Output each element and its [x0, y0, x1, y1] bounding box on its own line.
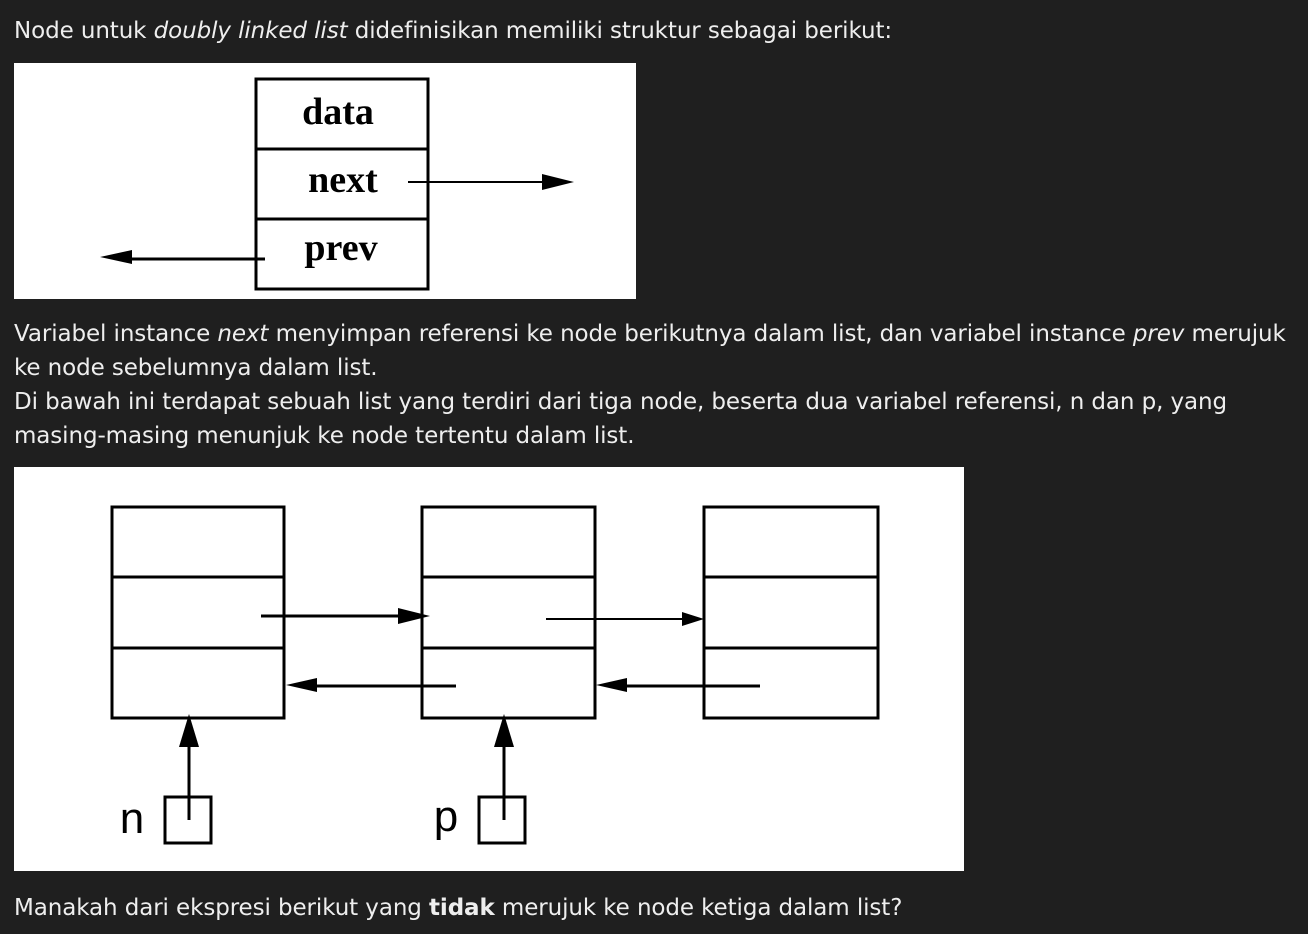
field-data-label: data — [302, 91, 374, 133]
explanation-text: Variabel instance next menyimpan referen… — [14, 321, 1286, 449]
linked-list-diagram: n p — [110, 505, 880, 845]
linked-list-figure: n p — [14, 467, 964, 871]
list-node-1 — [110, 505, 286, 720]
intro-text: Node untuk doubly linked list didefinisi… — [14, 18, 893, 44]
ref-p-arrowhead — [494, 714, 514, 747]
ref-var-p-label: p — [434, 792, 458, 841]
list-node-3 — [702, 505, 880, 720]
intro-italic-term: doubly linked list — [153, 18, 348, 44]
next-arrowhead — [398, 608, 430, 624]
question-emphasis: tidak — [429, 895, 495, 921]
question-text: Manakah dari ekspresi berikut yang tidak… — [14, 895, 903, 921]
list-node-2 — [420, 505, 597, 720]
node-box — [254, 77, 430, 291]
ref-var-p-box — [477, 795, 527, 845]
ref-n-arrowhead — [179, 714, 199, 747]
node-structure-diagram: data next prev — [100, 77, 574, 291]
field-prev-label: prev — [304, 227, 377, 269]
next-arrowhead — [542, 174, 574, 190]
prev-arrowhead — [100, 250, 132, 264]
ref-var-n-label: n — [120, 794, 144, 843]
next-arrowhead — [682, 612, 704, 626]
prev-arrowhead — [596, 678, 627, 692]
node-structure-figure: data next prev — [14, 63, 636, 299]
prev-arrowhead — [286, 678, 317, 692]
list-description: Di bawah ini terdapat sebuah list yang t… — [14, 389, 1227, 449]
field-next-label: next — [308, 159, 378, 201]
